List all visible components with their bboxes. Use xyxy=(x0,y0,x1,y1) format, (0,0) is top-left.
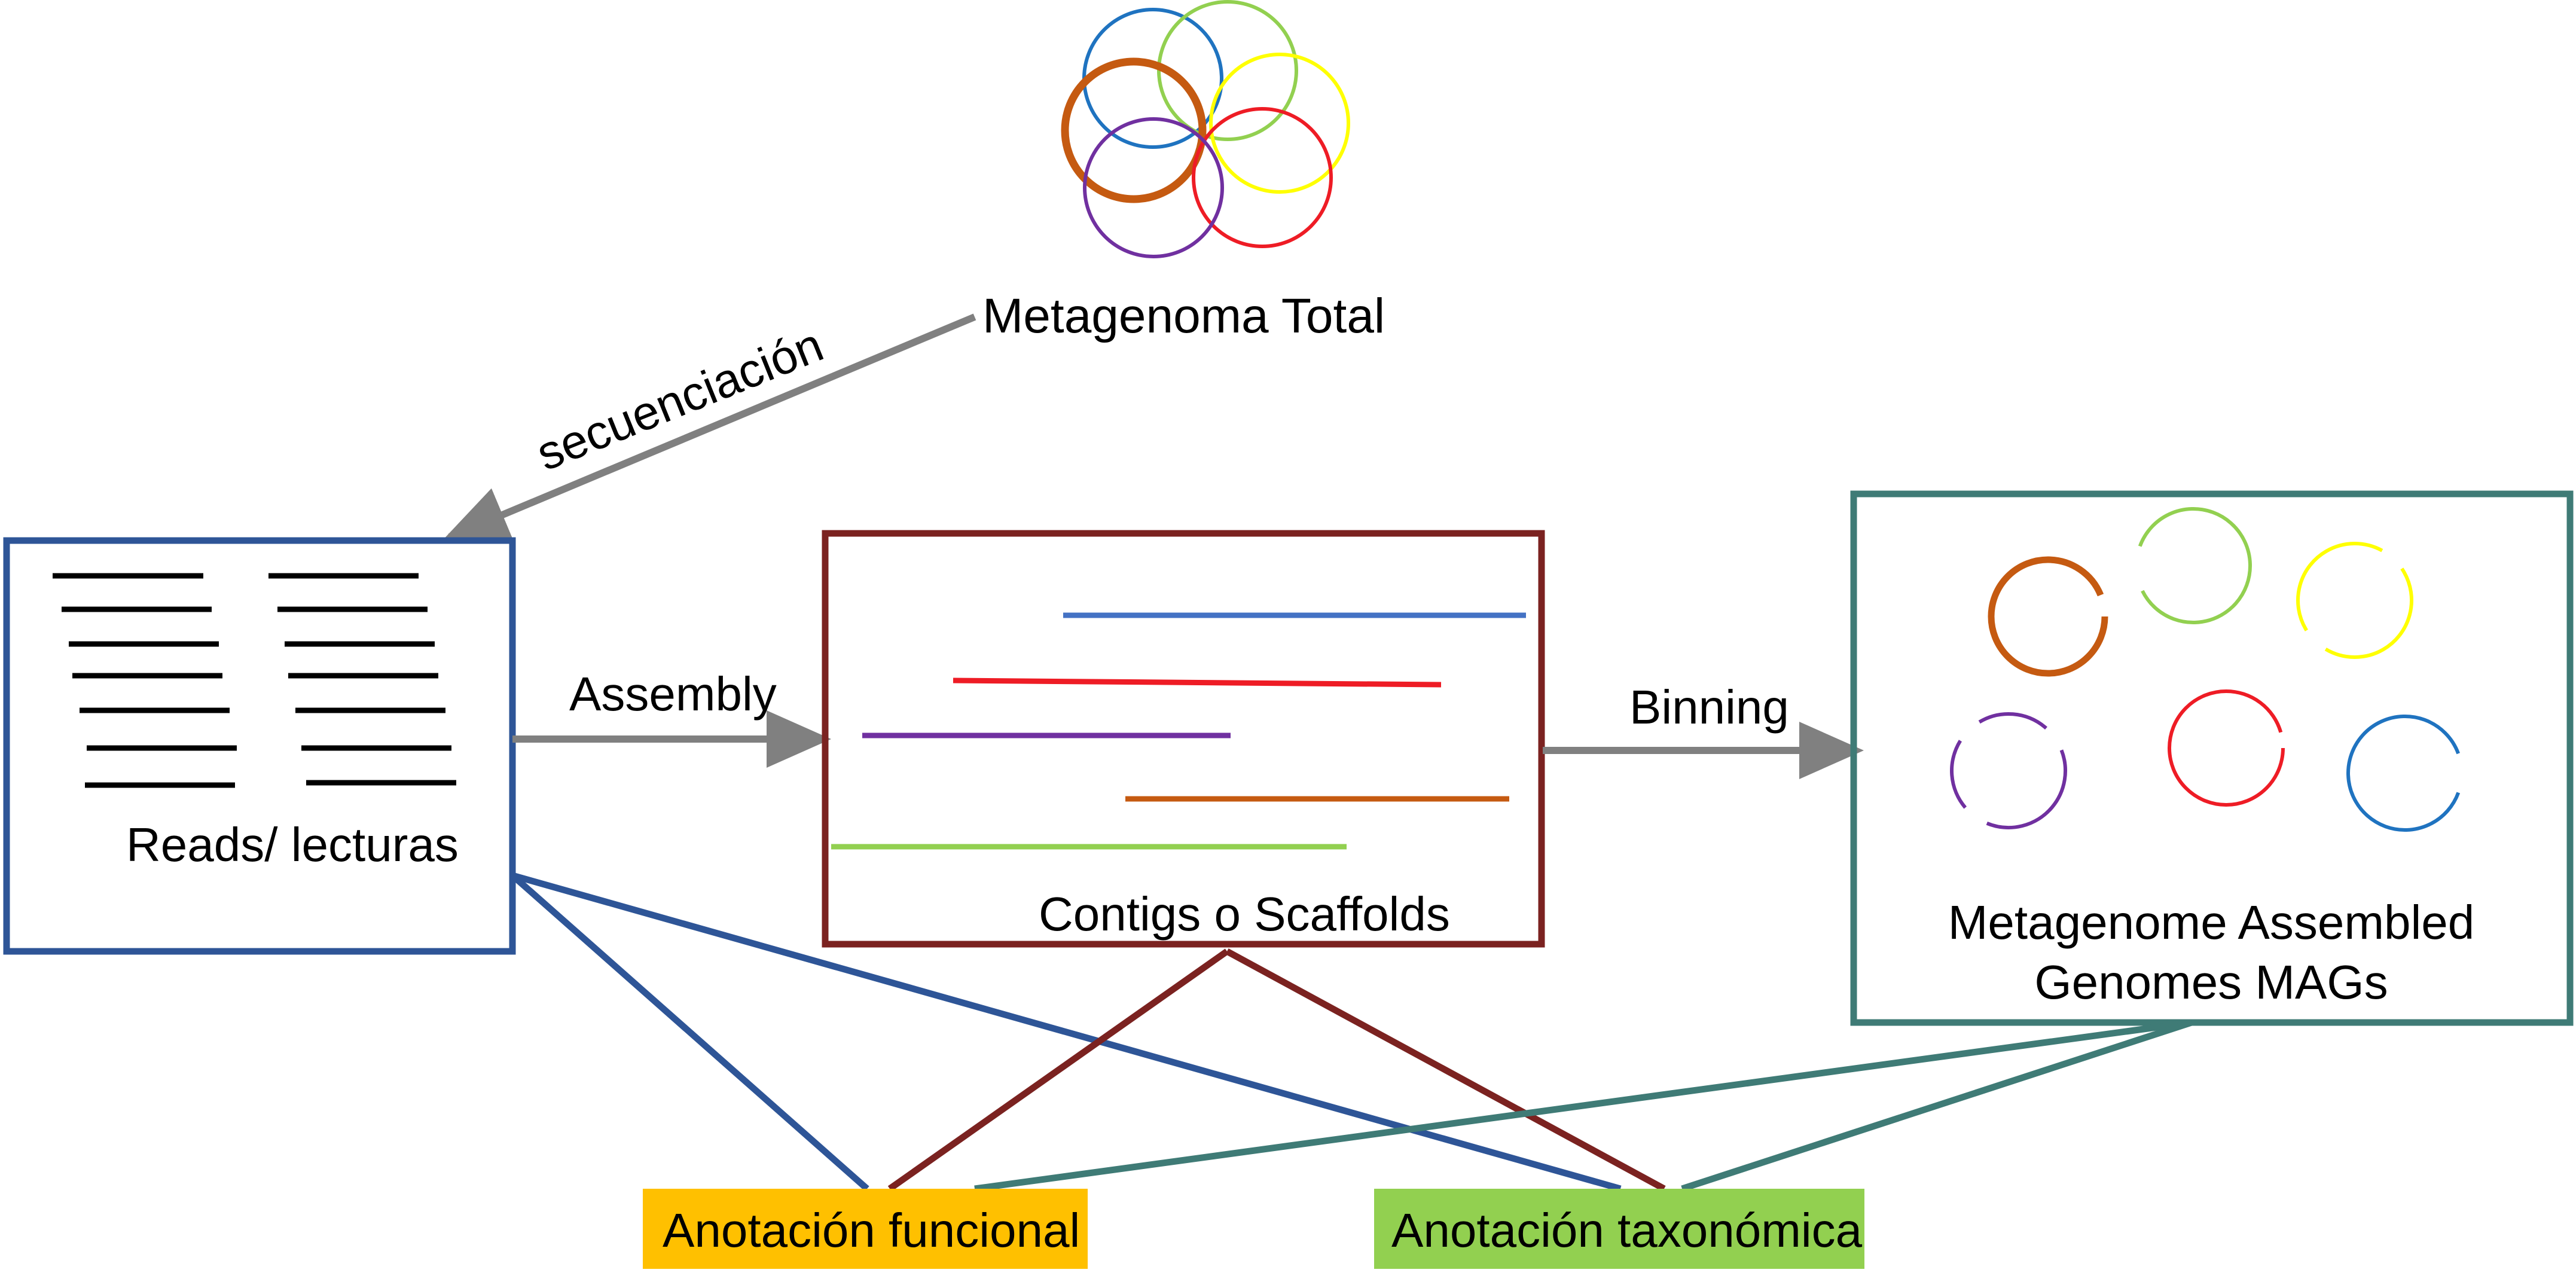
sequencing-arrow xyxy=(442,313,976,542)
functional-annotation-label: Anotación funcional xyxy=(663,1204,1080,1257)
contigs-box xyxy=(822,530,1545,948)
binning-label: Binning xyxy=(1629,680,1789,734)
reads-label: Reads/ lecturas xyxy=(126,818,459,871)
taxonomic-annotation-label: Anotación taxonómica xyxy=(1391,1204,1863,1257)
reads-box xyxy=(3,537,516,955)
connector-lines xyxy=(510,872,2193,1192)
contigs-label: Contigs o Scaffolds xyxy=(1039,887,1450,941)
mags-box xyxy=(1850,490,2574,1026)
mag-genome-icons xyxy=(1950,507,2464,832)
mags-label-line1: Metagenome Assembled xyxy=(1948,896,2475,949)
metagenome-circles-icon xyxy=(1061,0,1350,258)
read-lines xyxy=(53,573,456,788)
contig-lines xyxy=(831,612,1526,850)
mags-label-line2: Genomes MAGs xyxy=(2034,956,2388,1009)
assembly-label: Assembly xyxy=(569,667,777,721)
metagenome-total-label: Metagenoma Total xyxy=(982,289,1385,343)
functional-annotation-box xyxy=(643,1189,1088,1269)
taxonomic-annotation-box xyxy=(1374,1189,1864,1269)
